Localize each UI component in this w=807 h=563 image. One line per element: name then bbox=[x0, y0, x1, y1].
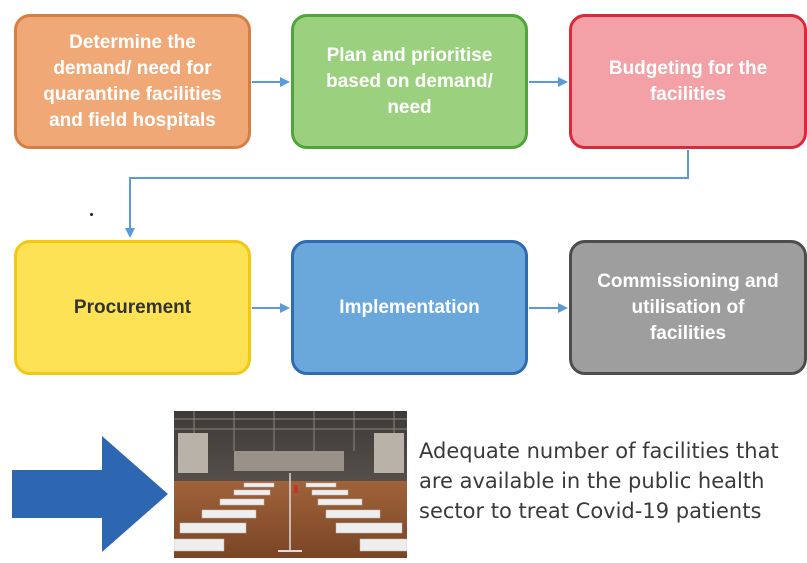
step-label-line: and field hospitals bbox=[49, 109, 216, 131]
step-label-line: Commissioning and bbox=[597, 270, 779, 292]
step-procurement: Procurement bbox=[14, 240, 251, 375]
outcome-line: sector to treat Covid-19 patients bbox=[419, 499, 762, 523]
step-implementation: Implementation bbox=[291, 240, 528, 375]
arrow-step3-to-step4 bbox=[125, 150, 689, 238]
step-label-line: utilisation of bbox=[631, 296, 745, 318]
step-determine-demand: Determine the demand/ need for quarantin… bbox=[14, 14, 251, 149]
step-label-line: based on demand/ bbox=[326, 70, 493, 92]
step-budgeting: Budgeting for the facilities bbox=[569, 14, 807, 149]
field-hospital-photo bbox=[174, 411, 407, 558]
outcome-line: Adequate number of facilities that bbox=[419, 439, 779, 463]
step-label-line: Budgeting for the bbox=[608, 57, 768, 79]
step-label-line: Determine the bbox=[69, 31, 196, 53]
step-label-line: quarantine facilities bbox=[43, 83, 222, 105]
step-label-line: Plan and prioritise bbox=[326, 44, 493, 66]
big-arrow-icon bbox=[12, 436, 168, 552]
step-label-line: need bbox=[387, 96, 432, 118]
step-plan-prioritise: Plan and prioritise based on demand/ nee… bbox=[291, 14, 528, 149]
step-commissioning: Commissioning and utilisation of facilit… bbox=[569, 240, 807, 375]
stray-dot bbox=[90, 213, 93, 216]
field-hospital-illustration bbox=[174, 411, 407, 558]
step-label-line: facilities bbox=[649, 83, 727, 105]
step-label-line: Procurement bbox=[73, 296, 192, 318]
step-label-line: Implementation bbox=[339, 296, 480, 318]
outcome-statement: Adequate number of facilities that are a… bbox=[419, 436, 807, 526]
step-label-line: demand/ need for bbox=[53, 57, 212, 79]
outcome-line: are available in the public health bbox=[419, 469, 765, 493]
step-label-line: facilities bbox=[649, 322, 727, 344]
